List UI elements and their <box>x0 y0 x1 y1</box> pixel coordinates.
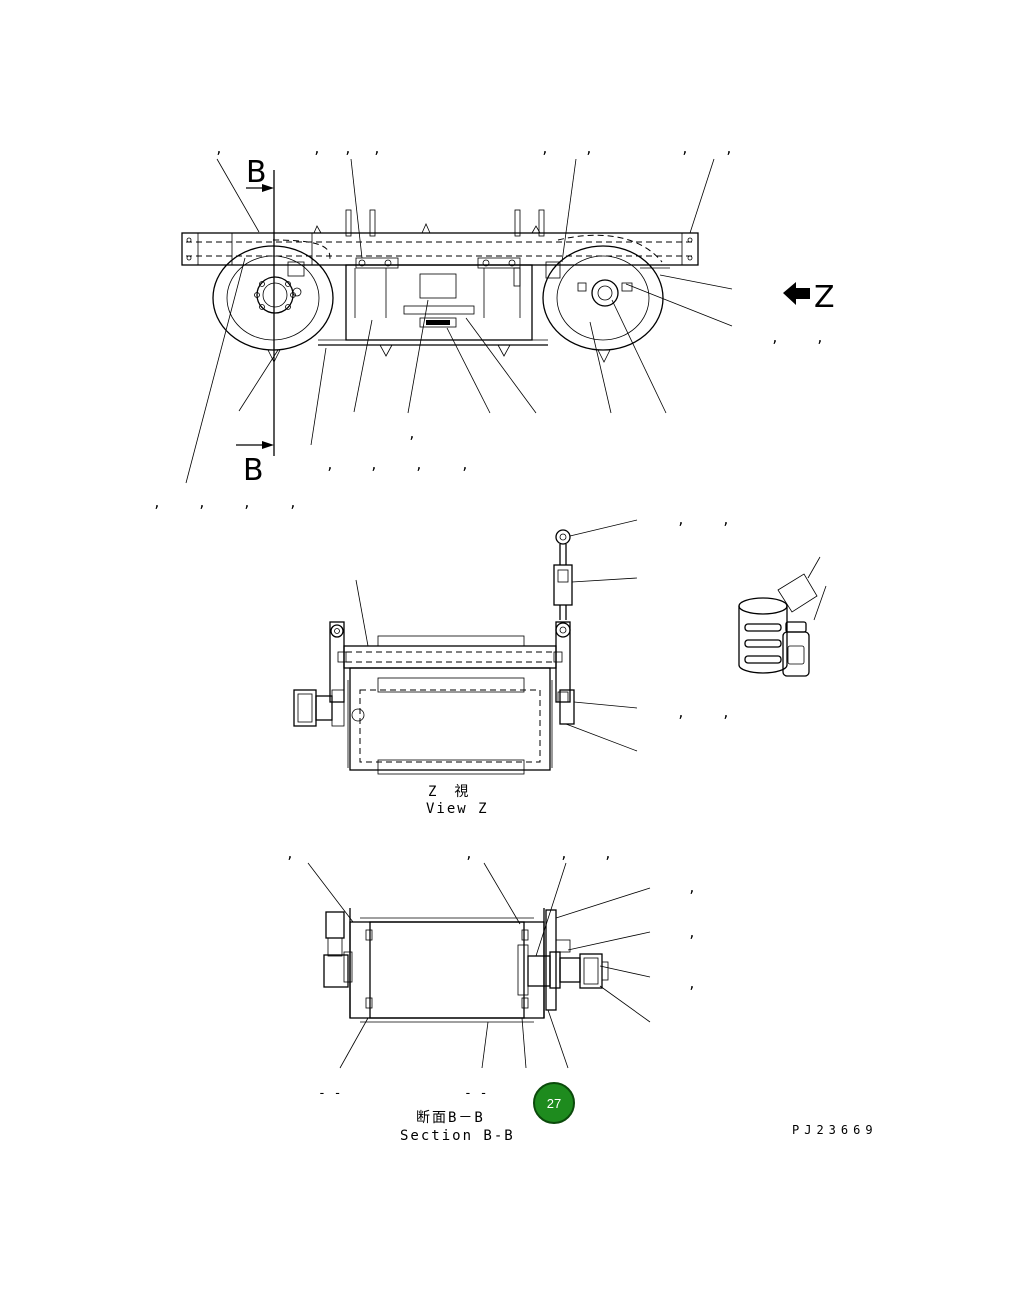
callout-mark: , <box>688 881 696 896</box>
callout-mark: , <box>688 926 696 941</box>
callout-mark: , <box>373 142 381 157</box>
callout-mark: , <box>677 513 685 528</box>
callout-mark: , <box>771 331 779 346</box>
section-bb-caption-en: Section B-B <box>400 1128 515 1144</box>
callout-mark: , <box>604 847 612 862</box>
section-b-b: , , , , , , , - - - - 断面B－B Section B-B <box>286 847 696 1144</box>
callout-mark: , <box>415 458 423 473</box>
callout-mark: , <box>816 331 824 346</box>
callout-mark: , <box>585 142 593 157</box>
callout-mark: , <box>461 458 469 473</box>
callout-mark: , <box>688 977 696 992</box>
dash-mark: - - <box>318 1086 341 1101</box>
callout-mark: , <box>465 847 473 862</box>
callout-mark: , <box>725 142 733 157</box>
callout-mark: , <box>722 513 730 528</box>
view-z-arrow-label: Z <box>814 280 835 315</box>
callout-mark: , <box>313 142 321 157</box>
view-z-caption-jp: Z 視 <box>428 784 470 800</box>
callout-mark: , <box>408 427 416 442</box>
callout-mark: , <box>153 496 161 511</box>
callout-mark: , <box>289 496 297 511</box>
callout-mark: , <box>286 847 294 862</box>
drawing-code: PJ23669 <box>792 1123 878 1137</box>
callout-mark: , <box>198 496 206 511</box>
lubricant-icon <box>738 556 827 677</box>
section-label-b-top: B <box>246 155 267 190</box>
callout-mark: , <box>344 142 352 157</box>
callout-mark: , <box>215 142 223 157</box>
callout-mark: , <box>681 142 689 157</box>
page-number-badge[interactable]: 27 <box>533 1082 575 1124</box>
callout-mark: , <box>243 496 251 511</box>
callout-mark: , <box>560 847 568 862</box>
view-z: , , , , Z 視 View Z <box>293 513 730 817</box>
view-z-caption-en: View Z <box>426 801 489 817</box>
callout-mark: , <box>326 458 334 473</box>
callout-mark: , <box>541 142 549 157</box>
view-z-arrow-icon <box>783 282 810 305</box>
section-label-b-bottom: B <box>243 453 264 488</box>
callout-mark: , <box>370 458 378 473</box>
callout-mark: , <box>722 706 730 721</box>
dash-mark: - - <box>464 1086 487 1101</box>
side-elevation-view: B B Z , , , , , , , , <box>153 142 835 511</box>
section-bb-caption-jp: 断面B－B <box>416 1110 485 1126</box>
callout-mark: , <box>677 706 685 721</box>
